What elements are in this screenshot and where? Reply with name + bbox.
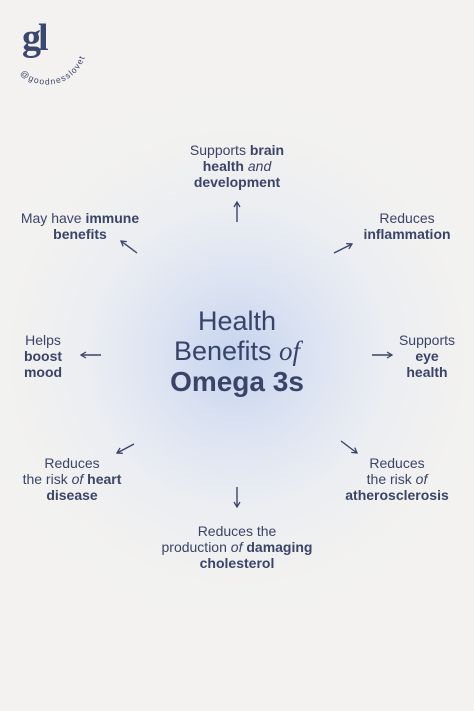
benefit-inflammation: Reduces inflammation <box>363 210 451 242</box>
arrow-up-left-icon <box>119 240 138 254</box>
arrow-down-left-icon <box>115 443 135 454</box>
gl-monogram-icon: gl <box>22 17 49 59</box>
benefit-mood: Helps boost mood <box>23 332 63 380</box>
brand-logo: gl @goodnesslovet <box>14 14 94 94</box>
title-line-3: Omega 3s <box>170 366 304 398</box>
benefit-atherosclerosis: Reduces the risk of atherosclerosis <box>345 455 449 503</box>
main-title: Health Benefits of Omega 3s <box>137 306 337 398</box>
title-line-2: Benefits of <box>137 336 337 366</box>
arrow-down-right-icon <box>340 440 359 454</box>
benefit-cholesterol: Reduces the production of damaging chole… <box>161 523 313 571</box>
benefit-brain: Supports brain health and development <box>189 142 285 190</box>
logo-handle: @goodnesslovet <box>19 54 86 87</box>
benefit-immune: May have immune benefits <box>20 210 140 242</box>
benefit-eye: Supports eye health <box>398 332 456 380</box>
arrow-up-right-icon <box>333 242 354 254</box>
title-line-1: Health <box>197 306 277 336</box>
benefit-heart: Reduces the risk of heart disease <box>22 455 122 503</box>
title-of: of <box>279 336 301 367</box>
title-benefits: Benefits <box>173 336 280 367</box>
